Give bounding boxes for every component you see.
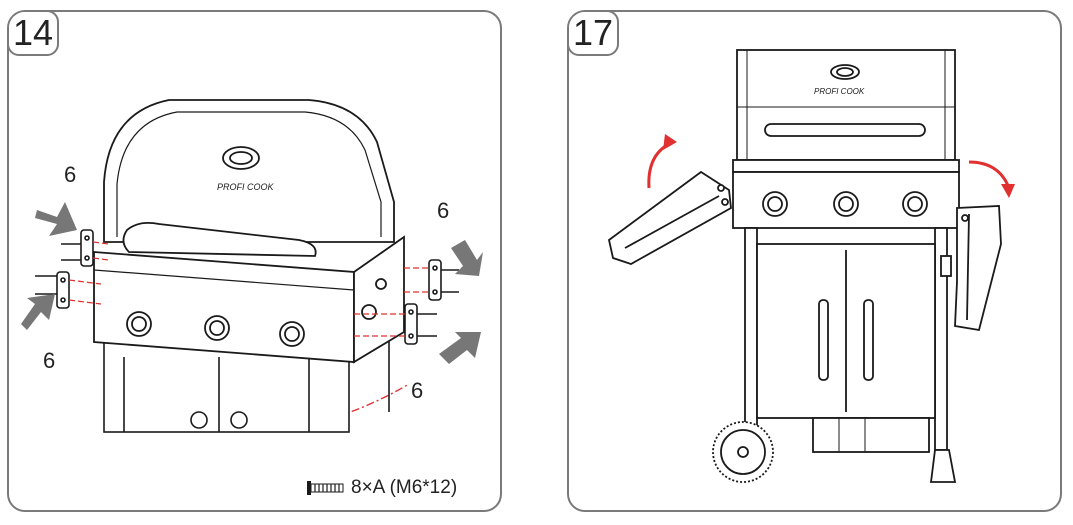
grill-side-shelves-illustration: PROFI COOK <box>607 49 1015 483</box>
grill-side-bracket-illustration: PROFI COOK <box>21 99 483 433</box>
right-side-shelf <box>954 205 1002 332</box>
brand-logo: PROFI COOK <box>814 87 865 96</box>
step-number: 14 <box>12 12 54 53</box>
arrow-icon <box>21 202 483 364</box>
step-number: 17 <box>572 12 614 53</box>
left-brackets <box>35 229 94 309</box>
callout-6-top-left: 6 <box>64 162 77 187</box>
rotate-arrowhead <box>1001 184 1015 198</box>
wheel <box>712 421 774 483</box>
screw-icon <box>307 481 344 495</box>
grill-lid <box>736 49 956 161</box>
callout-6-bottom-right: 6 <box>411 378 424 403</box>
control-panel <box>732 159 960 229</box>
hardware-legend: 8×A (M6*12) <box>307 477 457 499</box>
grill-lid <box>103 99 395 257</box>
step-number-badge: 14 <box>9 12 59 56</box>
rotate-arrowhead <box>663 134 677 150</box>
right-brackets <box>404 259 459 345</box>
hardware-spec: 8×A (M6*12) <box>351 477 458 498</box>
grill-cabinet <box>744 227 957 483</box>
callout-6-top-right: 6 <box>437 198 450 223</box>
left-side-shelf <box>607 170 732 265</box>
callout-6-bottom-left: 6 <box>43 348 56 373</box>
step-14-panel: 14 PROFI COOK <box>7 10 502 512</box>
brand-logo: PROFI COOK <box>217 182 275 192</box>
step-number-badge: 17 <box>569 12 619 56</box>
step-17-panel: 17 PROFI COOK <box>567 10 1062 512</box>
rotate-arrow-icon <box>968 160 1011 189</box>
rotate-arrow-icon <box>647 142 670 189</box>
control-panel <box>93 235 405 364</box>
